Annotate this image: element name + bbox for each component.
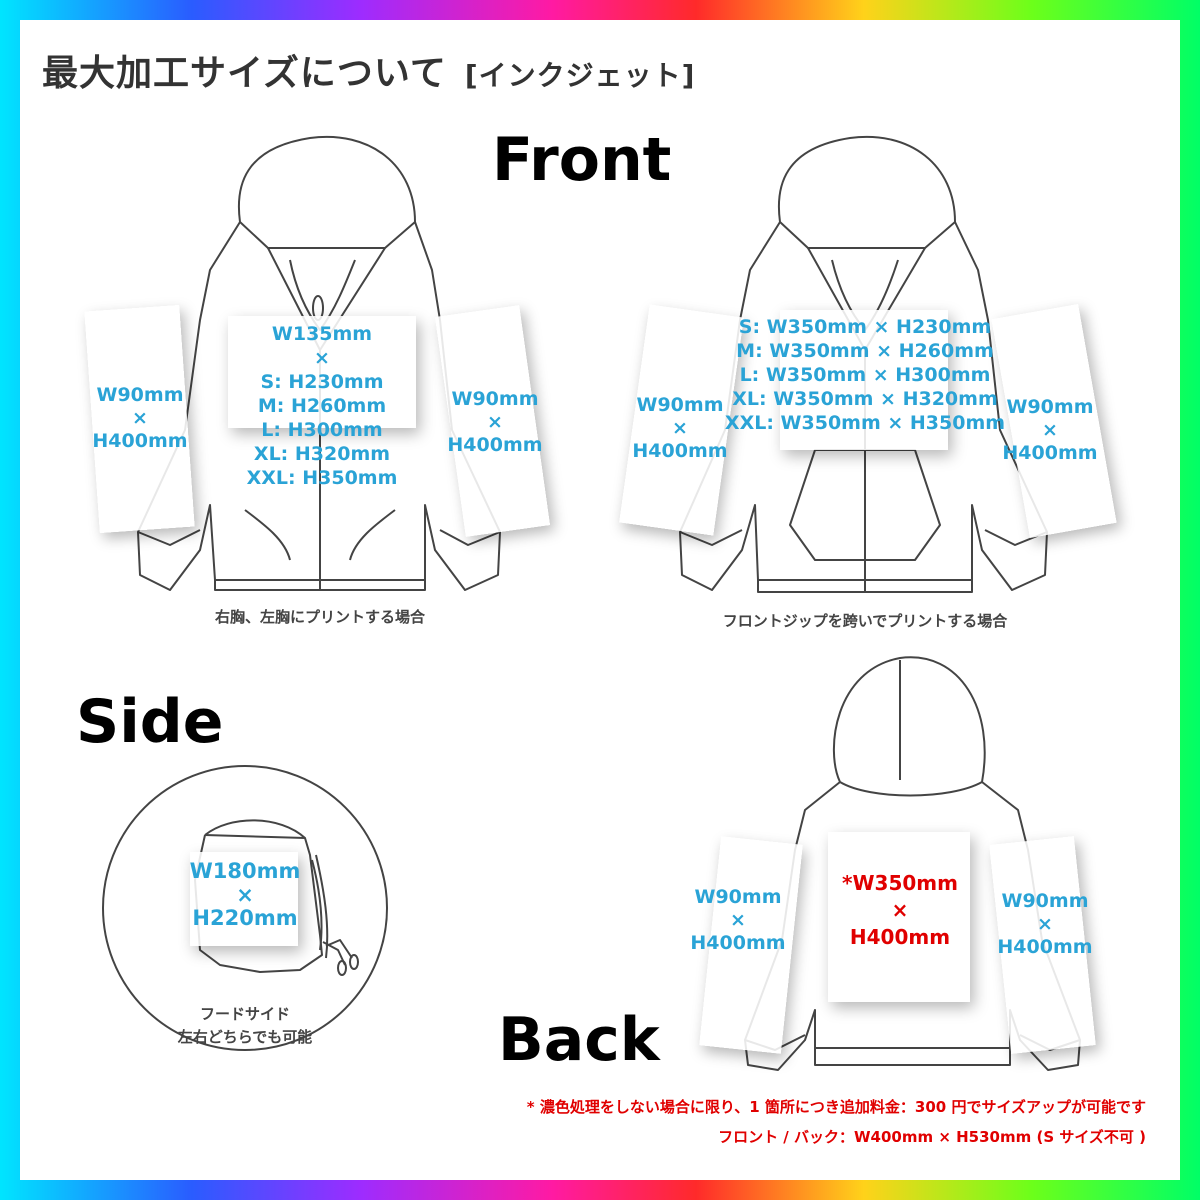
- front-left-caption: 右胸、左胸にプリントする場合: [214, 608, 425, 626]
- heading-back: Back: [498, 1005, 660, 1075]
- front-right-caption: フロントジップを跨いでプリントする場合: [722, 612, 1008, 630]
- front-right-chest-area: [780, 310, 948, 450]
- note-line-1: * 濃色処理をしない場合に限り、1 箇所につき追加料金：300 円でサイズアップ…: [526, 1098, 1146, 1116]
- page-title-main: 最大加工サイズについて: [42, 53, 447, 94]
- back-sleeve-right-label: W90mm×H400mm: [997, 890, 1093, 958]
- back-sleeve-left-label: W90mm×H400mm: [690, 886, 786, 954]
- front-left-sleeve-left-label: W90mm×H400mm: [92, 384, 188, 452]
- side-hood-label: W180mm×H220mm: [189, 859, 301, 931]
- content-panel: 最大加工サイズについて [インクジェット] Front Side Back W90…: [20, 20, 1180, 1180]
- note-line-2: フロント / バック：W400mm × H530mm (S サイズ不可 ): [718, 1128, 1146, 1146]
- side-hood-outline: [102, 765, 388, 1051]
- side-caption: フードサイド左右どちらでも可能: [177, 1005, 313, 1046]
- side-hood-area: [190, 852, 298, 946]
- back-center-area: [828, 832, 970, 1002]
- front-left-sleeve-right-label: W90mm×H400mm: [447, 388, 543, 456]
- page-title: 最大加工サイズについて [インクジェット]: [42, 44, 695, 96]
- back-center-label: *W350mm×H400mm: [842, 871, 958, 949]
- heading-side: Side: [76, 687, 224, 757]
- page-title-sub: [インクジェット]: [464, 59, 696, 92]
- front-right-sleeve-left-label: W90mm×H400mm: [632, 394, 728, 462]
- front-right-sleeve-right-label: W90mm×H400mm: [1002, 396, 1098, 464]
- front-left-chest-area: [228, 316, 416, 428]
- heading-front: Front: [492, 125, 672, 195]
